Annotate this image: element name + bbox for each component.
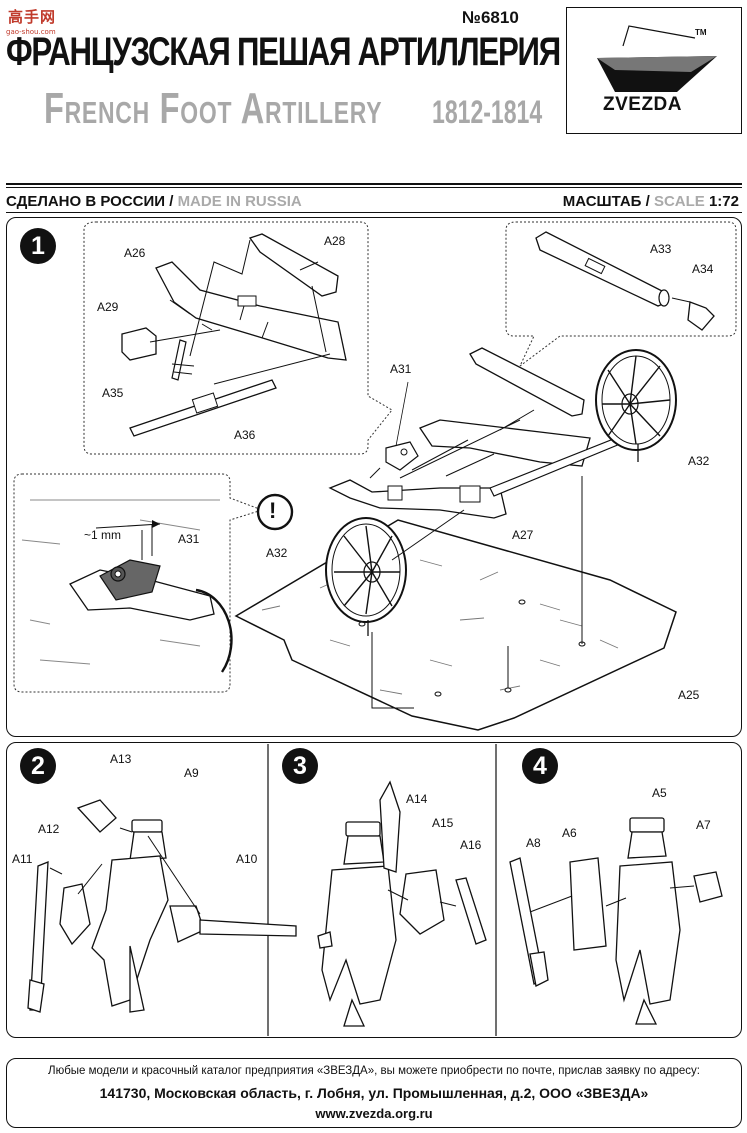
step-3-number: 3	[282, 748, 318, 784]
steps-2-4-panel	[6, 742, 742, 1038]
gap-note: ~1 mm	[84, 528, 122, 542]
scale-en: SCALE	[653, 193, 705, 210]
label-a32-left: A32	[266, 546, 288, 560]
watermark-url: gao-shou.com	[6, 28, 56, 36]
step-2-number: 2	[20, 748, 56, 784]
title-english: French Foot Artillery	[44, 84, 383, 133]
footer-box: Любые модели и красочный каталог предпри…	[6, 1058, 742, 1128]
logo-text: ZVEZDA	[603, 94, 682, 115]
label-a25: A25	[678, 688, 700, 702]
divider-top	[6, 183, 742, 185]
label-a15: A15	[432, 816, 454, 830]
divider-top-thin	[6, 187, 742, 188]
scale-label: МАСШТАБ / SCALE 1:72	[563, 193, 739, 210]
label-a11: A11	[12, 852, 33, 866]
label-a35: A35	[102, 386, 124, 400]
label-a6: A6	[562, 826, 577, 840]
made-in-en: MADE IN RUSSIA	[177, 193, 302, 210]
watermark-logo: 高手网 gao-shou.com	[4, 4, 84, 38]
scale-ru: МАСШТАБ /	[562, 193, 650, 210]
title-russian: ФРАНЦУЗСКАЯ ПЕШАЯ АРТИЛЛЕРИЯ	[6, 30, 561, 74]
watermark-text: 高手网	[8, 8, 57, 26]
label-a34: A34	[692, 262, 714, 276]
scale-value: 1:72	[708, 193, 739, 210]
label-a32-right: A32	[688, 454, 710, 468]
label-a10: A10	[236, 852, 258, 866]
label-a27: A27	[512, 528, 534, 542]
step-1-number: 1	[20, 228, 56, 264]
label-a16: A16	[460, 838, 482, 852]
warning-mark: !	[269, 498, 277, 523]
footer-url[interactable]: www.zvezda.org.ru	[315, 1106, 433, 1121]
label-a14: A14	[406, 792, 428, 806]
label-a8: A8	[526, 836, 541, 850]
label-a31-detail: A31	[178, 532, 200, 546]
step-4-number: 4	[522, 748, 558, 784]
label-a12: A12	[38, 822, 60, 836]
logo-trademark: TM	[695, 28, 707, 37]
label-a33: A33	[650, 242, 672, 256]
zvezda-logo: TM ZVEZDA	[566, 7, 742, 134]
label-a31: A31	[390, 362, 412, 376]
label-a29: A29	[97, 300, 119, 314]
footer-line-1: Любые модели и красочный каталог предпри…	[48, 1065, 700, 1077]
label-a36: A36	[234, 428, 256, 442]
label-a7: A7	[696, 818, 711, 832]
label-a26: A26	[124, 246, 146, 260]
divider-strip	[6, 212, 742, 214]
footer-address: 141730, Московская область, г. Лобня, ул…	[99, 1085, 649, 1101]
label-a13: A13	[110, 752, 132, 766]
label-a5: A5	[652, 786, 667, 800]
made-in-label: СДЕЛАНО В РОССИИ / MADE IN RUSSIA	[6, 193, 302, 210]
zvezda-star-icon	[597, 25, 717, 92]
label-a28: A28	[324, 234, 346, 248]
title-years: 1812-1814	[432, 94, 543, 130]
kit-number: №6810	[462, 8, 519, 27]
made-in-ru: СДЕЛАНО В РОССИИ /	[6, 193, 174, 210]
label-a9: A9	[184, 766, 199, 780]
step-1-panel	[6, 217, 742, 737]
